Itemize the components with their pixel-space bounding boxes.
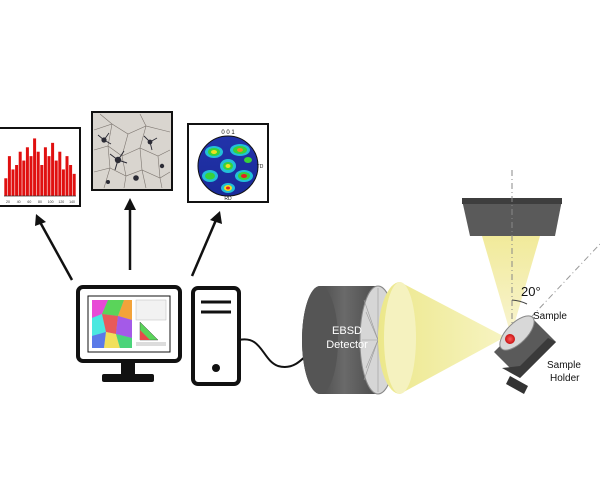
- detector-label-line2: Detector: [326, 339, 368, 351]
- histogram-bar: [61, 169, 65, 196]
- arrow-to-histogram: [38, 221, 74, 281]
- arrow-head-histogram: [35, 214, 46, 226]
- holder-label-line2: Holder: [550, 373, 580, 384]
- micrograph-dark-spots: [97, 132, 165, 184]
- histogram-bar: [25, 147, 29, 196]
- sample-holder: [494, 315, 556, 394]
- beam-spot: [505, 334, 515, 344]
- power-button-icon: [212, 364, 220, 372]
- monitor-icon: [76, 285, 182, 382]
- histogram-bar: [54, 160, 58, 196]
- detector-cable: [238, 338, 313, 368]
- histogram-bar: [65, 156, 69, 196]
- tilt-reference-line: [503, 243, 600, 347]
- output-arrows: [35, 198, 222, 281]
- histogram-bar: [29, 156, 33, 196]
- histogram-bar: [47, 156, 51, 196]
- histogram-tick-label: 120: [58, 200, 64, 204]
- histogram-bars: [4, 138, 76, 196]
- histogram-bar: [36, 151, 40, 196]
- histogram-bar: [22, 160, 26, 196]
- micrograph-panel: [91, 111, 173, 191]
- arrow-head-micrograph: [124, 198, 136, 210]
- pole-figure-panel: 0 0 1 TD RD: [187, 123, 269, 203]
- histogram-bar: [11, 169, 15, 196]
- histogram-tick-label: 40: [17, 200, 21, 204]
- pole-figure-contours: [202, 144, 253, 193]
- histogram-bar: [33, 138, 37, 196]
- histogram-bar: [69, 165, 73, 196]
- histogram-bar: [72, 173, 76, 196]
- histogram-bar: [51, 142, 55, 196]
- histogram-bar: [58, 151, 62, 196]
- tilt-angle-label: 20°: [521, 284, 541, 299]
- arrow-to-pole-figure: [190, 219, 218, 277]
- histogram-tick-label: 100: [48, 200, 54, 204]
- arrow-head-pole-figure: [210, 211, 222, 224]
- histogram-tick-label: 20: [6, 200, 10, 204]
- holder-body: [494, 316, 556, 378]
- holder-label-line1: Sample: [547, 360, 581, 371]
- electron-beam: [482, 236, 540, 332]
- computer-tower-icon: [191, 286, 241, 386]
- histogram-bar: [18, 151, 22, 196]
- histogram-tick-label: 60: [27, 200, 31, 204]
- histogram-bar: [40, 165, 44, 196]
- detector-label-line1: EBSD: [332, 325, 362, 337]
- micrograph-grains: [93, 113, 171, 189]
- cone-base: [384, 282, 416, 394]
- sample-label: Sample: [533, 311, 567, 322]
- histogram-bar: [43, 147, 47, 196]
- angle-arc: [511, 299, 528, 305]
- pole-figure-top-label: 0 0 1: [221, 130, 235, 136]
- histogram-bar: [4, 178, 8, 196]
- histogram-bar: [7, 156, 11, 196]
- pole-figure-bottom-label: RD: [224, 196, 232, 202]
- monitor-ebsd-map: [92, 299, 167, 348]
- histogram-panel: 20 40 60 80 100 120 140: [0, 127, 81, 207]
- histogram-tick-labels: 20 40 60 80 100 120 140: [6, 200, 75, 204]
- histogram-tick-label: 140: [69, 200, 75, 204]
- histogram-tick-label: 80: [38, 200, 42, 204]
- pole-figure-right-label: TD: [257, 164, 264, 170]
- histogram-bar: [15, 165, 19, 196]
